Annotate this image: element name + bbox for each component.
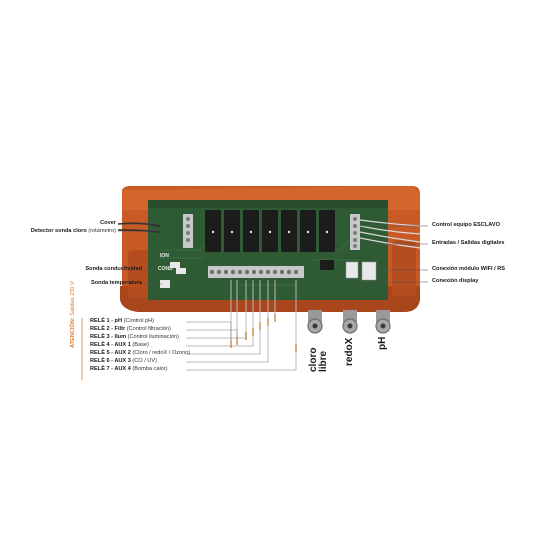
label-temperatura: Sonda temperatura (91, 280, 142, 286)
temp-connector (160, 280, 170, 288)
pcb-cond-label: COND (158, 266, 173, 272)
relay-label-4: RELÉ 4 - AUX 1 (Base) (90, 342, 149, 348)
relay-label-7: RELÉ 7 - AUX 4 (Bomba calor) (90, 366, 168, 372)
label-cover: Cover (100, 220, 116, 226)
label-control-esclavo: Control equipo ESCLAVO (432, 222, 500, 228)
relay-leader-lines (186, 321, 297, 371)
label-detector: Detector sonda cloro (rotámetro) (30, 228, 116, 234)
relay-bank (205, 210, 335, 252)
bnc-ph-body (376, 310, 390, 322)
display-connector (345, 261, 359, 279)
label-conductividad: Sonda conductividad (85, 266, 142, 272)
ion-connector (170, 262, 180, 268)
housing-right-lug (392, 240, 416, 296)
housing-left-lug (128, 250, 150, 298)
right-leader-lines (358, 225, 428, 283)
connector-label-ph: pH (377, 336, 388, 350)
pcb-ion-label: ION (160, 253, 169, 259)
bnc-redox-body (343, 310, 357, 322)
bnc-cloro-body (308, 310, 322, 322)
slave-cables (359, 219, 421, 249)
label-display: Conexión display (432, 278, 479, 284)
cover-cables (117, 222, 161, 233)
left-leader-lines (118, 223, 176, 285)
bnc-connectors (307, 310, 391, 334)
wifi-rs-connector (361, 261, 377, 281)
relay-label-2: RELÉ 2 - Filtr (Control filtración) (90, 326, 171, 332)
connector-label-redox: redoX (344, 337, 355, 366)
pcb-chip (320, 260, 334, 270)
warning-label: ATENCIÓN: Salidas 230 V (70, 281, 76, 348)
pcb-board-shade (148, 200, 388, 208)
label-wifi-rs: Conexión módulo WIFI / RS (432, 266, 506, 272)
relay-label-6: RELÉ 6 - AUX 3 (CO / UV) (90, 358, 157, 364)
relay-label-3: RELÉ 3 - Ilum (Control iluminación) (90, 334, 179, 340)
relay-label-1: RELÉ 1 - pH (Control pH) (90, 318, 155, 324)
relay-label-5: RELÉ 5 - AUX 2 (Cloro / redoX / Ozono) (90, 350, 191, 356)
relay-copper-tips (230, 314, 297, 352)
connector-label-cloro: cloro libre (308, 347, 329, 372)
label-entradas-salidas: Entradas / Salidas digitales (432, 240, 505, 246)
cond-connector (176, 268, 186, 274)
